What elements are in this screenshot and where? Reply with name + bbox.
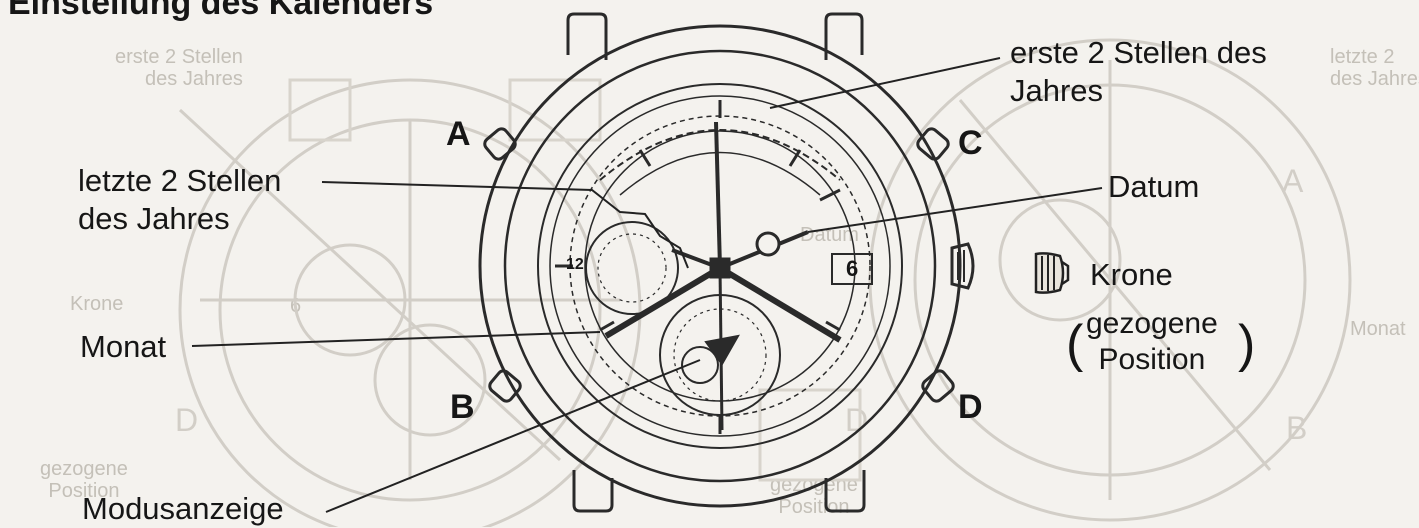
leader-month — [192, 332, 600, 346]
label-line: letzte 2 Stellen — [78, 162, 281, 200]
label-first-two-digits: erste 2 Stellen des Jahres — [1010, 34, 1267, 110]
button-letter-b: B — [450, 388, 475, 427]
label-date: Datum — [1108, 168, 1199, 206]
leader-mode — [326, 360, 700, 512]
subdial-number: 12 — [566, 256, 584, 274]
watch — [480, 14, 973, 511]
label-pulled-position: gezogene Position — [1086, 306, 1218, 378]
label-line: gezogene — [1086, 306, 1218, 342]
year-ring — [600, 130, 840, 180]
label-line: erste 2 Stellen des — [1010, 34, 1267, 72]
crown — [952, 244, 973, 288]
label-last-two-digits: letzte 2 Stellen des Jahres — [78, 162, 281, 238]
button-letter-c: C — [958, 124, 983, 163]
hand-lower-left — [606, 268, 720, 336]
paren-close: ) — [1238, 318, 1255, 370]
crown-icon — [1030, 250, 1074, 296]
label-line: Position — [1086, 342, 1218, 378]
label-month: Monat — [80, 328, 166, 366]
label-crown: Krone — [1090, 256, 1173, 294]
label-line: Jahres — [1010, 72, 1267, 110]
button-letter-a: A — [446, 115, 471, 154]
leader-first-digits — [770, 58, 1000, 108]
hand-lower-right — [720, 268, 840, 340]
label-mode-indicator: Modusanzeige — [82, 490, 284, 528]
label-line: des Jahres — [78, 200, 281, 238]
lug-top-left — [568, 14, 606, 60]
page-title: Einstellung des Kalenders — [8, 0, 433, 23]
date-window-value: 6 — [846, 256, 858, 282]
button-letter-d: D — [958, 388, 983, 427]
lug-bottom-right — [826, 470, 864, 511]
ghost-watch-left — [180, 80, 640, 527]
paren-open: ( — [1066, 318, 1083, 370]
hand-top — [716, 122, 720, 268]
